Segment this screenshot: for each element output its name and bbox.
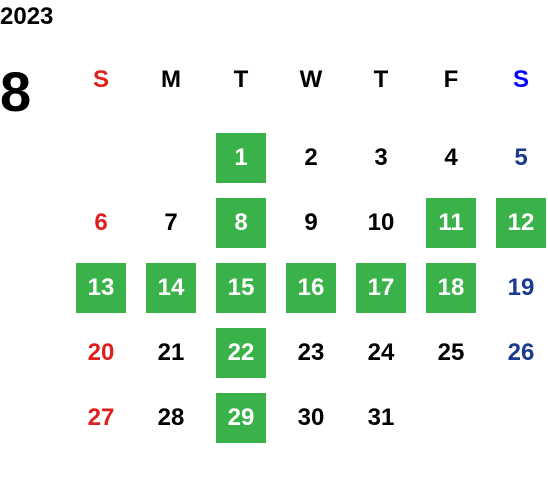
weekday-header-saturday: S xyxy=(512,66,529,93)
day-number: 3 xyxy=(374,143,388,171)
day-number: 23 xyxy=(297,338,325,366)
highlighted-day-number: 11 xyxy=(426,197,476,248)
calendar-day[interactable]: 2 xyxy=(276,125,346,190)
calendar-empty-cell xyxy=(66,125,136,190)
calendar-day[interactable]: 16 xyxy=(276,255,346,320)
highlighted-day-number: 13 xyxy=(76,262,126,313)
day-number xyxy=(496,393,546,443)
calendar-day[interactable]: 5 xyxy=(486,125,548,190)
weekday-header-monday: M xyxy=(161,66,181,93)
day-number: 7 xyxy=(164,208,178,236)
day-number xyxy=(426,393,476,443)
day-number: 20 xyxy=(87,338,115,366)
highlighted-day-number: 12 xyxy=(496,197,546,248)
day-number: 6 xyxy=(94,208,108,236)
month-label: 8 xyxy=(0,60,32,123)
calendar-day[interactable]: 20 xyxy=(66,320,136,385)
day-number: 31 xyxy=(367,403,395,431)
calendar-empty-cell xyxy=(136,125,206,190)
calendar-day[interactable]: 17 xyxy=(346,255,416,320)
highlighted-day-number: 8 xyxy=(216,197,266,248)
day-number: 24 xyxy=(367,338,395,366)
highlighted-day-number: 1 xyxy=(216,132,266,183)
highlighted-day-number: 18 xyxy=(426,262,476,313)
highlighted-day-number: 14 xyxy=(146,262,196,313)
weekday-header-sunday: S xyxy=(92,66,109,93)
day-number: 4 xyxy=(444,143,458,171)
highlighted-day-number: 22 xyxy=(216,327,266,378)
highlighted-day-number: 17 xyxy=(356,262,406,313)
day-number: 27 xyxy=(87,403,115,431)
calendar-day[interactable]: 23 xyxy=(276,320,346,385)
calendar-day[interactable]: 27 xyxy=(66,385,136,450)
day-number: 26 xyxy=(507,338,535,366)
day-number: 30 xyxy=(297,403,325,431)
calendar-day[interactable]: 21 xyxy=(136,320,206,385)
calendar-day[interactable]: 24 xyxy=(346,320,416,385)
calendar-day[interactable]: 26 xyxy=(486,320,548,385)
calendar-day[interactable]: 12 xyxy=(486,190,548,255)
highlighted-day-number: 15 xyxy=(216,262,266,313)
weekday-header-thursday: T xyxy=(373,66,389,93)
day-number: 10 xyxy=(367,208,395,236)
calendar-day[interactable]: 8 xyxy=(206,190,276,255)
calendar-day[interactable]: 11 xyxy=(416,190,486,255)
calendar-day[interactable]: 7 xyxy=(136,190,206,255)
calendar-day[interactable]: 30 xyxy=(276,385,346,450)
calendar-day[interactable]: 28 xyxy=(136,385,206,450)
calendar-day[interactable]: 19 xyxy=(486,255,548,320)
calendar-day[interactable]: 6 xyxy=(66,190,136,255)
day-number xyxy=(146,133,196,183)
calendar-day[interactable]: 4 xyxy=(416,125,486,190)
calendar-day[interactable]: 31 xyxy=(346,385,416,450)
calendar-day[interactable]: 9 xyxy=(276,190,346,255)
year-label: 2023 xyxy=(0,3,54,30)
weekday-header-tuesday: T xyxy=(233,66,249,93)
calendar-day[interactable]: 14 xyxy=(136,255,206,320)
day-number: 19 xyxy=(507,273,535,301)
weekday-header-wednesday: W xyxy=(299,66,323,93)
weekday-header-friday: F xyxy=(443,66,459,93)
calendar-empty-cell xyxy=(416,385,486,450)
calendar-day[interactable]: 13 xyxy=(66,255,136,320)
calendar-day[interactable]: 25 xyxy=(416,320,486,385)
day-number: 2 xyxy=(304,143,318,171)
calendar-day[interactable]: 1 xyxy=(206,125,276,190)
calendar-day[interactable]: 22 xyxy=(206,320,276,385)
calendar-day[interactable]: 15 xyxy=(206,255,276,320)
day-number: 25 xyxy=(437,338,465,366)
highlighted-day-number: 29 xyxy=(216,392,266,443)
calendar-empty-cell xyxy=(486,385,548,450)
day-number: 9 xyxy=(304,208,318,236)
day-number: 21 xyxy=(157,338,185,366)
day-number xyxy=(76,133,126,183)
calendar-day[interactable]: 18 xyxy=(416,255,486,320)
calendar-day[interactable]: 29 xyxy=(206,385,276,450)
calendar-day[interactable]: 10 xyxy=(346,190,416,255)
day-number: 28 xyxy=(157,403,185,431)
calendar-day[interactable]: 3 xyxy=(346,125,416,190)
day-number: 5 xyxy=(514,143,528,171)
highlighted-day-number: 16 xyxy=(286,262,336,313)
